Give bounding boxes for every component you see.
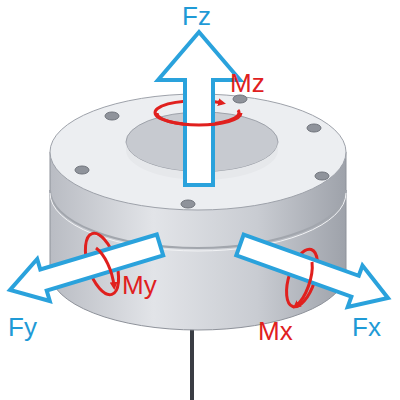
moment-label: Mx <box>258 318 293 344</box>
mx-rotation <box>296 262 312 306</box>
fz-arrow <box>158 32 240 185</box>
fy-arrow <box>10 235 163 302</box>
fx-arrow <box>236 235 388 307</box>
cable <box>190 320 194 400</box>
my-rotation <box>96 248 114 286</box>
moment-label: Mz <box>230 70 265 96</box>
moment-label: My <box>122 272 157 298</box>
force-label: Fx <box>352 314 381 340</box>
force-label: Fy <box>8 314 37 340</box>
force-label: Fz <box>182 3 211 29</box>
mz-rotation <box>157 113 241 125</box>
